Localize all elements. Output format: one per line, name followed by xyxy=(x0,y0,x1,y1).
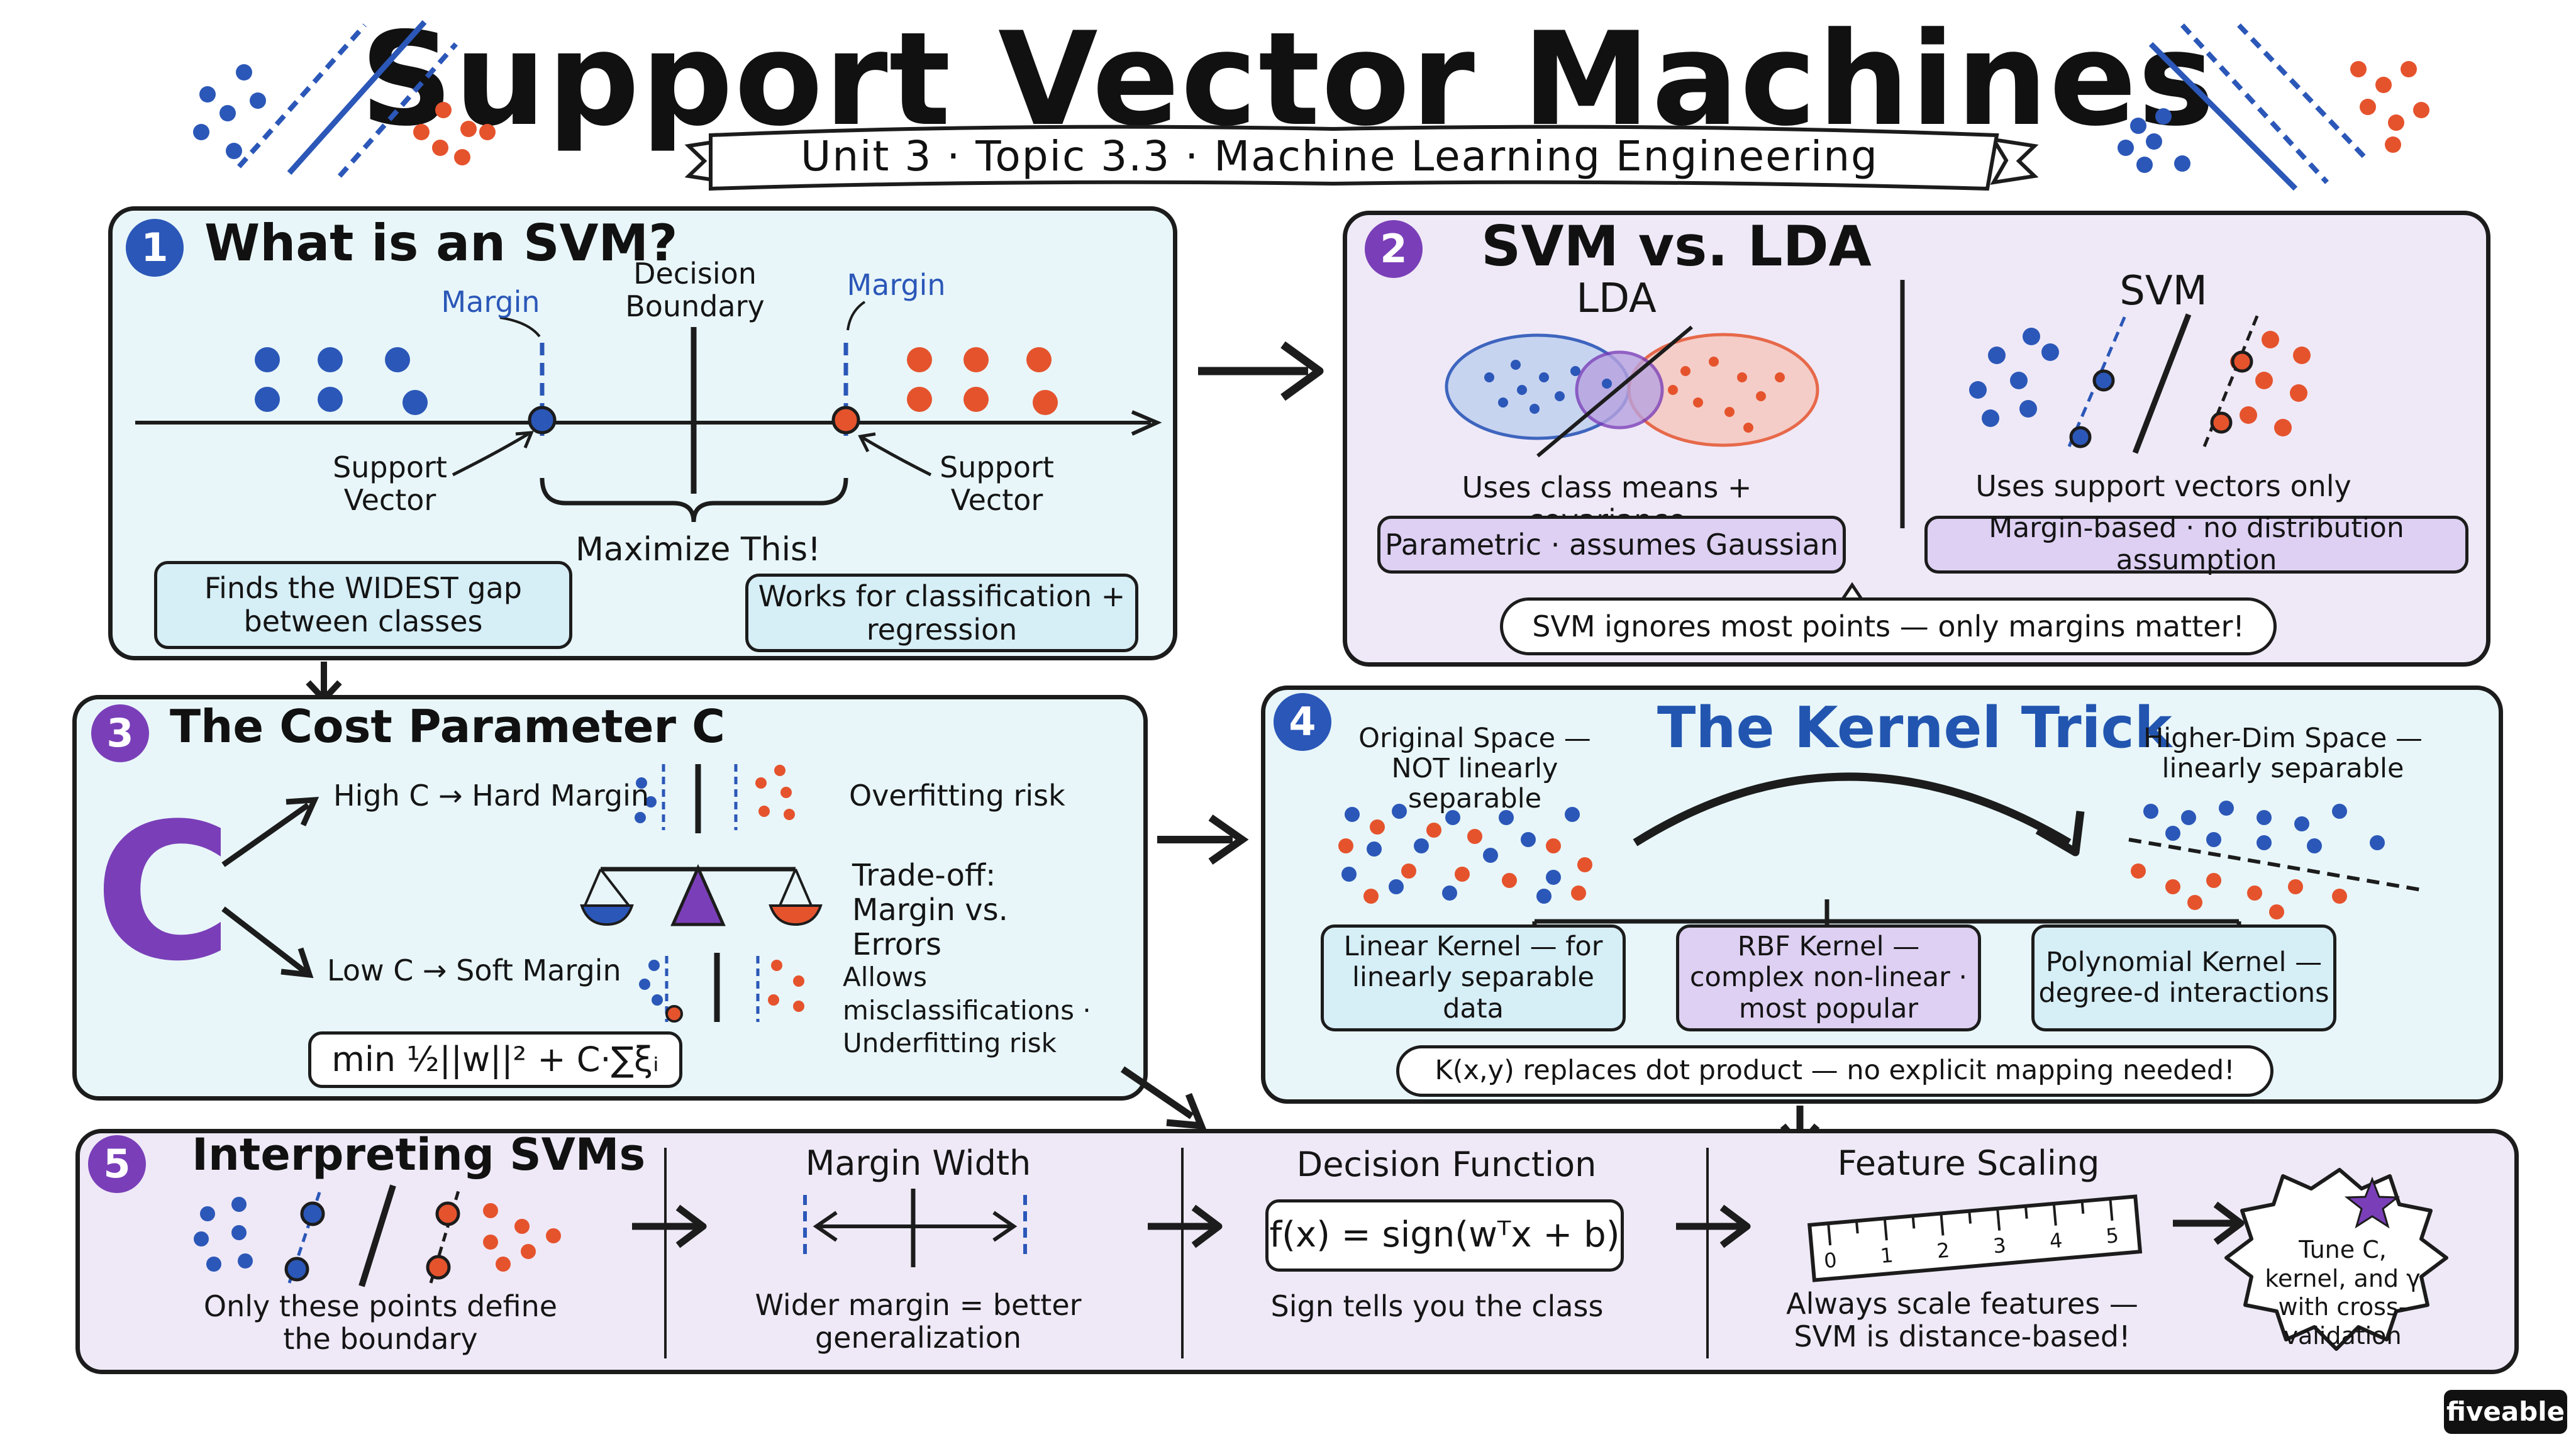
lda-label: LDA xyxy=(1576,275,1657,322)
corner-decoration-right xyxy=(2118,23,2429,191)
svm-ignores-points-box: SVM ignores most points — only margins m… xyxy=(1500,597,2277,655)
big-c-letter: C xyxy=(94,783,233,1002)
corner-decoration-left xyxy=(193,19,496,178)
section-title-cost-parameter: The Cost Parameter C xyxy=(170,700,725,753)
subtitle-ribbon xyxy=(684,125,2039,191)
higher-dim-space-label: Higher-Dim Space — linearly separable xyxy=(2143,723,2423,785)
decision-boundary-label: Decision Boundary xyxy=(625,257,765,323)
rbf-kernel-box: RBF Kernel — complex non-linear · most p… xyxy=(1676,924,1981,1031)
section-title-interpreting-svms: Interpreting SVMs xyxy=(192,1129,646,1180)
margin-label-left: Margin xyxy=(441,285,540,319)
low-c-label: Low C → Soft Margin xyxy=(327,953,621,987)
decision-function-heading: Decision Function xyxy=(1296,1145,1597,1184)
tune-hyperparameters-label: Tune C, kernel, and γ with cross-validat… xyxy=(2265,1236,2421,1350)
sign-tells-class-label: Sign tells you the class xyxy=(1270,1289,1604,1323)
section-number-3: 3 xyxy=(91,704,149,762)
underfitting-risk-label: Allows misclassifications · Underfitting… xyxy=(843,962,1091,1058)
svm-margin-based-box: Margin-based · no distribution assumptio… xyxy=(1924,513,2468,576)
wider-margin-label: Wider margin = better generalization xyxy=(755,1288,1082,1355)
section-title-svm-vs-lda: SVM vs. LDA xyxy=(1481,214,1872,279)
ruler-tick-label: 3 xyxy=(1992,1233,2007,1258)
high-c-label: High C → Hard Margin xyxy=(333,779,650,813)
tradeoff-label: Trade-off: Margin vs. Errors xyxy=(852,858,1008,963)
widest-gap-box: Finds the WIDEST gap between classes xyxy=(154,561,572,649)
always-scale-label: Always scale features — SVM is distance-… xyxy=(1786,1287,2138,1353)
section-number-2: 2 xyxy=(1365,220,1423,278)
overfitting-risk-label: Overfitting risk xyxy=(849,779,1065,813)
kernel-replaces-dot-product-box: K(x,y) replaces dot product — no explici… xyxy=(1396,1045,2273,1097)
support-vector-label-left: Support Vector xyxy=(333,450,447,517)
section-number-5: 5 xyxy=(88,1135,146,1193)
ruler-tick-label: 5 xyxy=(2104,1223,2120,1248)
original-space-label: Original Space — NOT linearly separable xyxy=(1358,723,1591,815)
margin-label-right: Margin xyxy=(847,268,946,302)
section-title-kernel-trick: The Kernel Trick xyxy=(1657,695,2172,761)
svm-label: SVM xyxy=(2119,268,2207,314)
ruler-tick-label: 4 xyxy=(2048,1228,2063,1253)
svm-caption: Uses support vectors only xyxy=(1975,469,2351,503)
maximize-label: Maximize This! xyxy=(575,531,821,569)
section-title-what-is-svm: What is an SVM? xyxy=(204,214,678,272)
section-number-1: 1 xyxy=(126,219,184,277)
support-vector-label-right: Support Vector xyxy=(940,450,1054,517)
subtitle: Unit 3 · Topic 3.3 · Machine Learning En… xyxy=(801,132,1879,180)
margin-width-heading: Margin Width xyxy=(805,1143,1031,1183)
cost-formula-box: min ½||w||² + C·∑ξᵢ xyxy=(308,1031,682,1088)
panel-kernel-trick xyxy=(1261,686,2503,1104)
ruler-tick-label: 1 xyxy=(1879,1243,1894,1269)
feature-scaling-heading: Feature Scaling xyxy=(1837,1143,2100,1183)
classification-regression-box: Works for classification + regression xyxy=(745,574,1138,652)
only-these-points-label: Only these points define the boundary xyxy=(203,1289,558,1356)
polynomial-kernel-box: Polynomial Kernel — degree-d interaction… xyxy=(2031,924,2336,1031)
ruler-tick-label: 0 xyxy=(1823,1248,1838,1273)
section-number-4: 4 xyxy=(1274,693,1331,751)
fiveable-logo: fiveable xyxy=(2444,1390,2567,1434)
lda-parametric-box: Parametric · assumes Gaussian xyxy=(1377,516,1846,574)
linear-kernel-box: Linear Kernel — for linearly separable d… xyxy=(1321,924,1626,1031)
decision-function-formula-box: f(x) = sign(wᵀx + b) xyxy=(1265,1199,1624,1272)
ruler-tick-label: 2 xyxy=(1935,1238,1951,1263)
